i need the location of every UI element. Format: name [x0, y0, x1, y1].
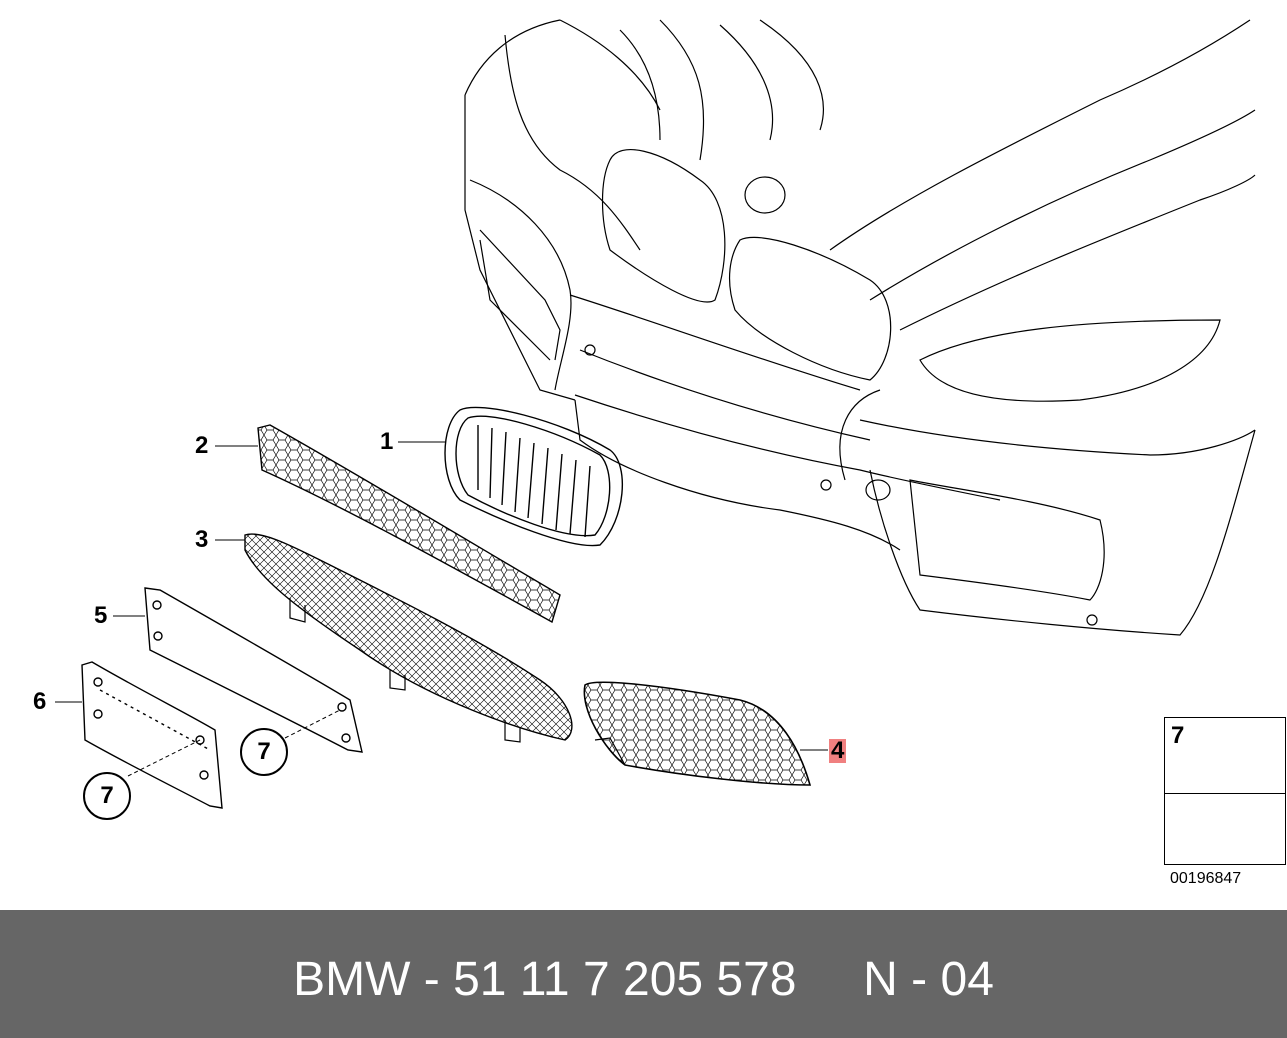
footer-bar: BMW - 51 11 7 205 578 N - 04	[0, 910, 1287, 1038]
leader-lines	[55, 441, 828, 777]
fastener-legend: 7	[1164, 717, 1286, 865]
part-4-side-grille	[583, 681, 812, 786]
callout-6[interactable]: 6	[33, 688, 47, 715]
legend-part-number: 7	[1171, 722, 1185, 749]
callout-3[interactable]: 3	[195, 526, 209, 553]
callout-5[interactable]: 5	[94, 602, 108, 629]
part-5-plate-bracket	[144, 587, 363, 753]
callout-1[interactable]: 1	[380, 428, 394, 455]
part-3-center-grille	[244, 533, 573, 743]
part-6-plate-base	[81, 661, 223, 809]
parts-diagram: 1 2 3 4 5 6 7 7 7 00196847	[33, 19, 1286, 887]
callout-7-plate[interactable]: 7	[83, 772, 131, 820]
part-1-kidney-grille	[444, 406, 623, 547]
exploded-view-drawing	[55, 19, 1256, 848]
callout-4[interactable]: 4	[829, 737, 847, 764]
car-front-outline	[464, 19, 1256, 636]
part-2-upper-grille-strip	[257, 424, 561, 624]
diagram-image-id: 00196847	[1170, 870, 1242, 887]
callout-2[interactable]: 2	[195, 432, 209, 459]
part-number-caption: BMW - 51 11 7 205 578 N - 04	[293, 953, 994, 1006]
legend-divider	[1165, 793, 1285, 794]
callout-7-bracket[interactable]: 7	[240, 728, 288, 776]
